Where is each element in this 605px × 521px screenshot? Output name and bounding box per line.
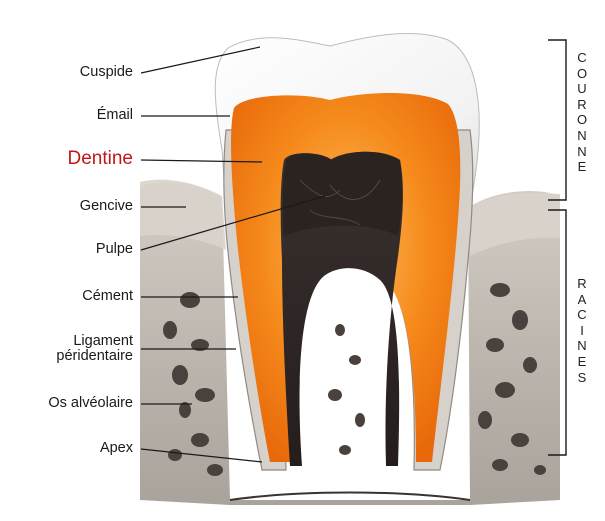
region-letter: U (577, 81, 587, 97)
pulp-chamber (282, 151, 403, 236)
region-letter: N (577, 143, 587, 159)
region-letter: N (577, 338, 587, 354)
label-ligament: Ligament péridentaire (56, 334, 133, 364)
label-ligament-line1: Ligament (73, 333, 133, 349)
label-dentine: Dentine (67, 148, 134, 169)
region-letter: O (576, 112, 588, 128)
gum-left (140, 179, 226, 250)
label-ligament-line2: péridentaire (56, 348, 133, 364)
region-letter: E (577, 159, 587, 175)
region-brackets (548, 39, 567, 456)
label-gencive: Gencive (79, 198, 133, 214)
region-letter: A (577, 291, 587, 307)
region-letter: N (577, 127, 587, 143)
label-cement: Cément (82, 288, 133, 304)
region-letter: C (577, 50, 587, 65)
pulp (280, 151, 403, 466)
bone-holes (163, 283, 546, 476)
region-letter: R (577, 276, 587, 291)
region-letter: R (577, 96, 587, 112)
region-letter: E (577, 353, 587, 369)
label-cuspide: Cuspide (79, 64, 133, 80)
label-os-alveolaire: Os alvéolaire (48, 395, 133, 411)
region-letter: O (576, 65, 588, 81)
gum-right (470, 192, 560, 256)
label-apex: Apex (99, 440, 133, 456)
leader-lines (140, 46, 326, 463)
region-letter: C (577, 307, 587, 323)
base-line (229, 491, 471, 501)
region-letter: S (577, 369, 587, 385)
dentine (231, 93, 461, 462)
region-letter: I (580, 322, 584, 338)
label-pulpe: Pulpe (95, 241, 133, 257)
label-email: Émail (96, 107, 133, 123)
